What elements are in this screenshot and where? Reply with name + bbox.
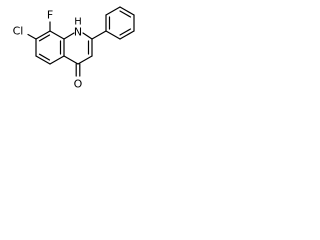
atom-hydrogen-label: H: [74, 17, 82, 28]
bond-c7-c8-inner: [38, 34, 51, 42]
bond-ph5-ph6: [119, 30, 135, 40]
pyridinone-ring: [63, 32, 93, 65]
bond-c4a-c5: [49, 55, 65, 65]
atom-oxygen-label: O: [74, 78, 83, 91]
bond-c3-c4: [77, 55, 93, 65]
bond-c5-c6: [35, 55, 51, 65]
bond-c2-phenyl: [91, 30, 107, 40]
chemical-structure: F Cl H N O: [13, 6, 135, 91]
bond-n1-c2: [82, 32, 93, 40]
atom-nitrogen-label: N: [74, 26, 82, 39]
atom-chlorine-label: Cl: [13, 25, 24, 38]
bond-ph6-ph1: [105, 30, 121, 40]
bond-ph5-ph6-inner: [119, 28, 132, 36]
bond-ph2-ph3: [105, 6, 121, 16]
bond-c8-c8a: [49, 30, 65, 40]
bond-c4-c4a: [63, 55, 79, 65]
bond-ph3-ph4-inner: [119, 10, 132, 18]
phenyl-ring: [91, 6, 135, 40]
bond-ph3-ph4: [119, 6, 135, 16]
bond-c5-c6-inner: [38, 53, 51, 61]
atom-fluorine-label: F: [47, 9, 53, 22]
bond-c7-cl: [27, 33, 37, 40]
bond-c7-c8: [35, 30, 51, 40]
carbonyl-group: [75, 63, 81, 77]
bond-c8a-n1: [63, 32, 75, 40]
benzo-ring: [35, 30, 65, 65]
